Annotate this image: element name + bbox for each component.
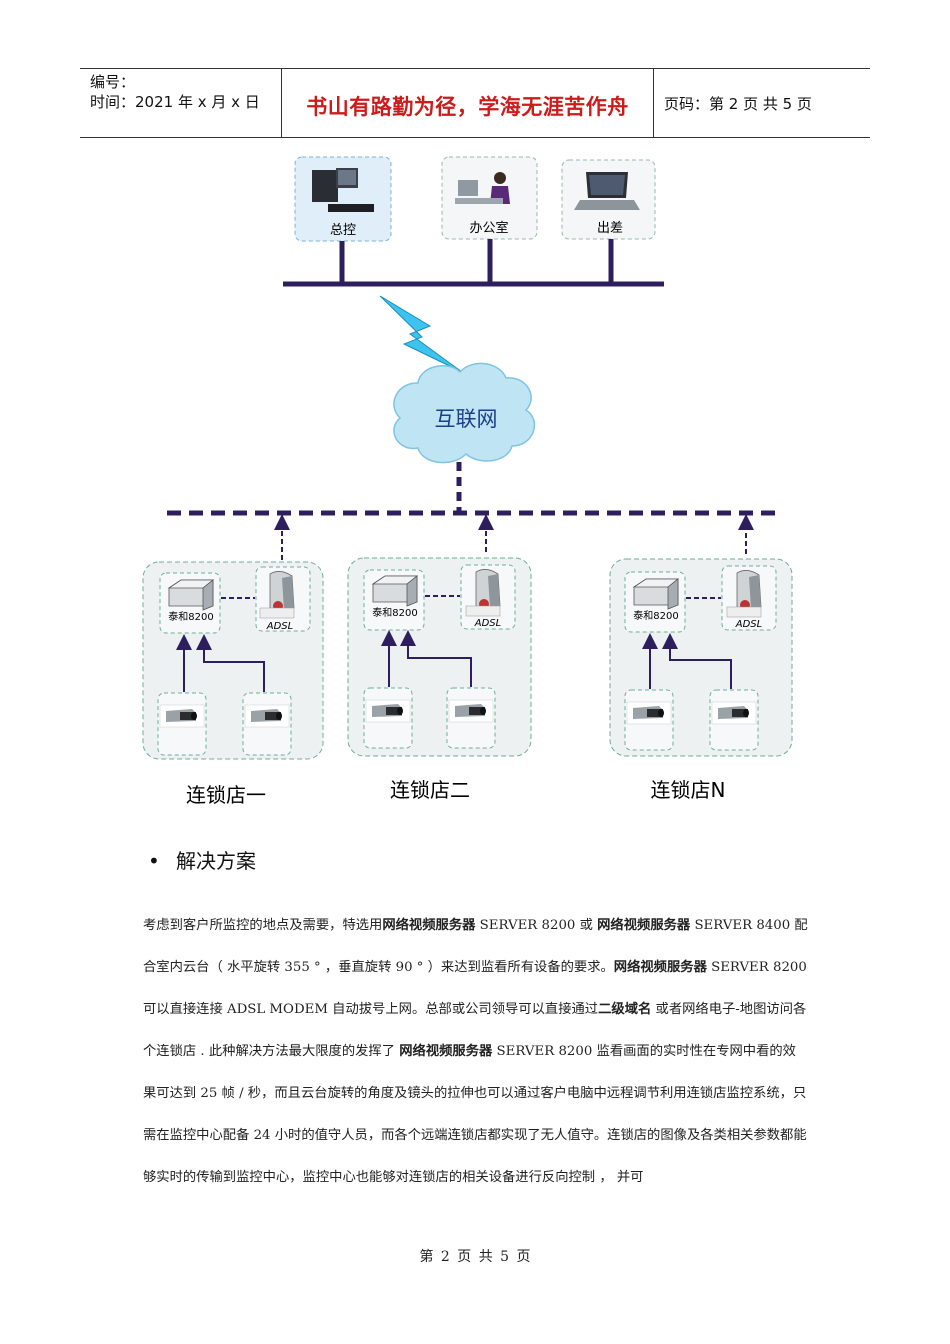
store-2: 泰和8200 ADSL 连锁店二 xyxy=(347,514,532,802)
device-label: 泰和8200 xyxy=(633,609,678,622)
text-run: SERVER 8400 配合室内云台（ 水平旋转 355 ° ，垂直旋转 90 … xyxy=(143,918,808,975)
header-motto-cell: 书山有路勤为径，学海无涯苦作舟 xyxy=(282,69,654,137)
adsl-label: ADSL xyxy=(474,618,501,629)
section-heading: • 解决方案 xyxy=(148,845,256,874)
node-label-travel: 出差 xyxy=(597,221,623,236)
adsl-label: ADSL xyxy=(735,619,762,630)
text-run: 考虑到客户所监控的地点及需要，特选用 xyxy=(143,918,383,933)
text-run-bold: 网络视频服务器 xyxy=(399,1044,493,1059)
wireless-link-icon xyxy=(379,295,463,373)
store-label-n: 连锁店N xyxy=(651,778,726,802)
top-network-bus xyxy=(283,239,664,287)
network-diagram: 总控 办公室 出差 互联网 泰和8200 xyxy=(142,156,793,807)
bullet-icon: • xyxy=(148,849,160,873)
node-office: 办公室 xyxy=(441,156,538,240)
internet-label: 互联网 xyxy=(435,407,498,431)
internet-cloud: 互联网 xyxy=(393,362,536,464)
text-run-bold: 网络视频服务器 xyxy=(382,918,476,933)
text-run-bold: 网络视频服务器 xyxy=(597,918,691,933)
header-page-cell: 页码：第 2 页 共 5 页 xyxy=(654,69,870,137)
store-label-2: 连锁店二 xyxy=(390,778,470,802)
node-control-center: 总控 xyxy=(294,156,392,242)
text-run: SERVER 8200 监看画面的实时性在专网中看的效果可达到 25 帧 / 秒… xyxy=(143,1044,807,1185)
device-label: 泰和8200 xyxy=(168,610,213,623)
text-run: 或者网络电子-地图访问各个连锁店 . 此种解决方法最大限度的发挥了 xyxy=(143,1002,807,1059)
node-label-control: 总控 xyxy=(330,223,356,238)
store-label-1: 连锁店一 xyxy=(186,783,266,807)
time-label: 时间：2021 年 x 月 x 日 xyxy=(90,93,260,111)
body-paragraph: 考虑到客户所监控的地点及需要，特选用网络视频服务器 SERVER 8200 或 … xyxy=(143,905,808,1199)
page-footer: 第 2 页 共 5 页 xyxy=(419,1249,531,1265)
section-title: 解决方案 xyxy=(176,849,256,873)
node-travel: 出差 xyxy=(561,159,656,240)
number-label: 编号： xyxy=(90,73,136,91)
text-run-bold: 二级域名 xyxy=(598,1002,652,1017)
page-header: 编号： 时间：2021 年 x 月 x 日 书山有路勤为径，学海无涯苦作舟 页码… xyxy=(80,68,870,138)
store-n: 泰和8200 ADSL 连锁店N xyxy=(609,514,793,802)
header-meta-cell: 编号： 时间：2021 年 x 月 x 日 xyxy=(80,69,282,137)
adsl-label: ADSL xyxy=(266,621,293,632)
device-label: 泰和8200 xyxy=(372,606,417,619)
page-number-label: 页码：第 2 页 共 5 页 xyxy=(664,95,812,113)
motto-text: 书山有路勤为径，学海无涯苦作舟 xyxy=(306,95,629,119)
node-label-office: 办公室 xyxy=(469,220,508,236)
text-run-bold: 网络视频服务器 xyxy=(613,960,707,975)
store-1: 泰和8200 ADSL 连锁店一 xyxy=(142,514,324,807)
text-run: SERVER 8200 可以直接连接 ADSL MODEM 自动拔号上网。总部或… xyxy=(143,960,807,1017)
text-run: SERVER 8200 或 xyxy=(475,918,598,933)
